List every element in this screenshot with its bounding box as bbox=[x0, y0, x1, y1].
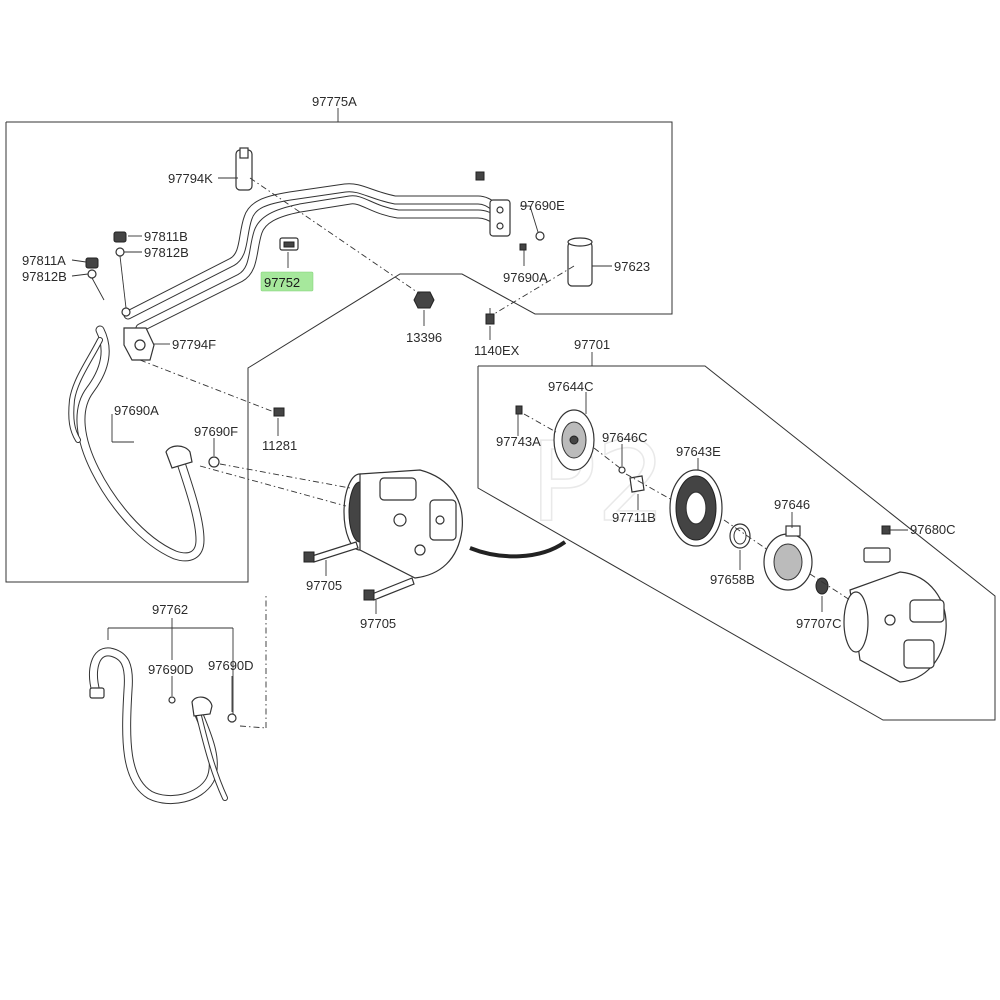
label-97705-b[interactable]: 97705 bbox=[360, 616, 396, 631]
bracket-97794K bbox=[235, 147, 253, 191]
label-97658B[interactable]: 97658B bbox=[710, 572, 755, 587]
label-97690D-a[interactable]: 97690D bbox=[148, 662, 194, 677]
label-97752[interactable]: 97752 bbox=[264, 275, 300, 290]
nut-13396 bbox=[413, 291, 435, 309]
label-97743A[interactable]: 97743A bbox=[496, 434, 541, 449]
label-97690E[interactable]: 97690E bbox=[520, 198, 565, 213]
clutch-plate-97644C bbox=[553, 409, 595, 471]
block-fitting-top-right bbox=[489, 199, 511, 237]
bolts-97705 bbox=[303, 541, 415, 601]
wire-harness bbox=[469, 540, 567, 559]
assembly-dashed-lines bbox=[139, 177, 851, 729]
label-97762[interactable]: 97762 bbox=[152, 602, 188, 617]
frame-97701 bbox=[477, 352, 996, 721]
small-o-rings bbox=[208, 171, 545, 468]
label-97812B-top[interactable]: 97812B bbox=[144, 245, 189, 260]
hose-97762 bbox=[89, 647, 237, 805]
label-97646C[interactable]: 97646C bbox=[602, 430, 648, 445]
highlight-97752 bbox=[260, 271, 314, 292]
label-97690D-b[interactable]: 97690D bbox=[208, 658, 254, 673]
pulley-97643E bbox=[669, 469, 723, 547]
label-97705-a[interactable]: 97705 bbox=[306, 578, 342, 593]
bolt-11281 bbox=[273, 407, 285, 417]
label-97707C[interactable]: 97707C bbox=[796, 616, 842, 631]
small-parts-left bbox=[85, 231, 131, 317]
label-97812B-left[interactable]: 97812B bbox=[22, 269, 67, 284]
compressor-body-right bbox=[843, 525, 947, 683]
label-97794K[interactable]: 97794K bbox=[168, 171, 213, 186]
label-97680C[interactable]: 97680C bbox=[910, 522, 956, 537]
shim-97646C bbox=[618, 466, 626, 474]
ring-97658B bbox=[729, 523, 751, 549]
suction-discharge-pipes bbox=[68, 183, 510, 562]
receiver-drier-97623 bbox=[567, 237, 593, 287]
label-97643E[interactable]: 97643E bbox=[676, 444, 721, 459]
label-13396[interactable]: 13396 bbox=[406, 330, 442, 345]
label-97701[interactable]: 97701 bbox=[574, 337, 610, 352]
leader-lines bbox=[71, 177, 908, 712]
part-labels: 97775A 97794K 97690E 97811B 97812B 97811… bbox=[22, 94, 956, 677]
bolt-97743A bbox=[515, 405, 523, 415]
label-97711B[interactable]: 97711B bbox=[612, 510, 656, 525]
frame-97762 bbox=[107, 618, 234, 718]
bracket-97794F bbox=[123, 327, 155, 361]
fitting-97690F bbox=[165, 445, 193, 469]
bolt-1140EX bbox=[485, 308, 495, 325]
label-97690A-left[interactable]: 97690A bbox=[114, 403, 159, 418]
compressor-assembly-center bbox=[343, 469, 463, 579]
label-97775A[interactable]: 97775A bbox=[312, 94, 357, 109]
watermark: P2 bbox=[530, 418, 666, 546]
pressure-sensor-97752 bbox=[279, 237, 299, 251]
label-97811B[interactable]: 97811B bbox=[144, 229, 188, 244]
label-97644C[interactable]: 97644C bbox=[548, 379, 594, 394]
field-coil-97646 bbox=[763, 525, 813, 591]
frame-97775A bbox=[5, 108, 673, 583]
label-97690A-top[interactable]: 97690A bbox=[503, 270, 548, 285]
label-1140EX[interactable]: 1140EX bbox=[474, 343, 520, 358]
label-11281[interactable]: 11281 bbox=[262, 438, 297, 453]
seal-97707C bbox=[815, 577, 829, 595]
snap-ring-97711B bbox=[629, 475, 645, 493]
label-97794F[interactable]: 97794F bbox=[172, 337, 216, 352]
label-97690F[interactable]: 97690F bbox=[194, 424, 238, 439]
label-97811A[interactable]: 97811A bbox=[22, 253, 66, 268]
label-97646[interactable]: 97646 bbox=[774, 497, 810, 512]
label-97623[interactable]: 97623 bbox=[614, 259, 650, 274]
